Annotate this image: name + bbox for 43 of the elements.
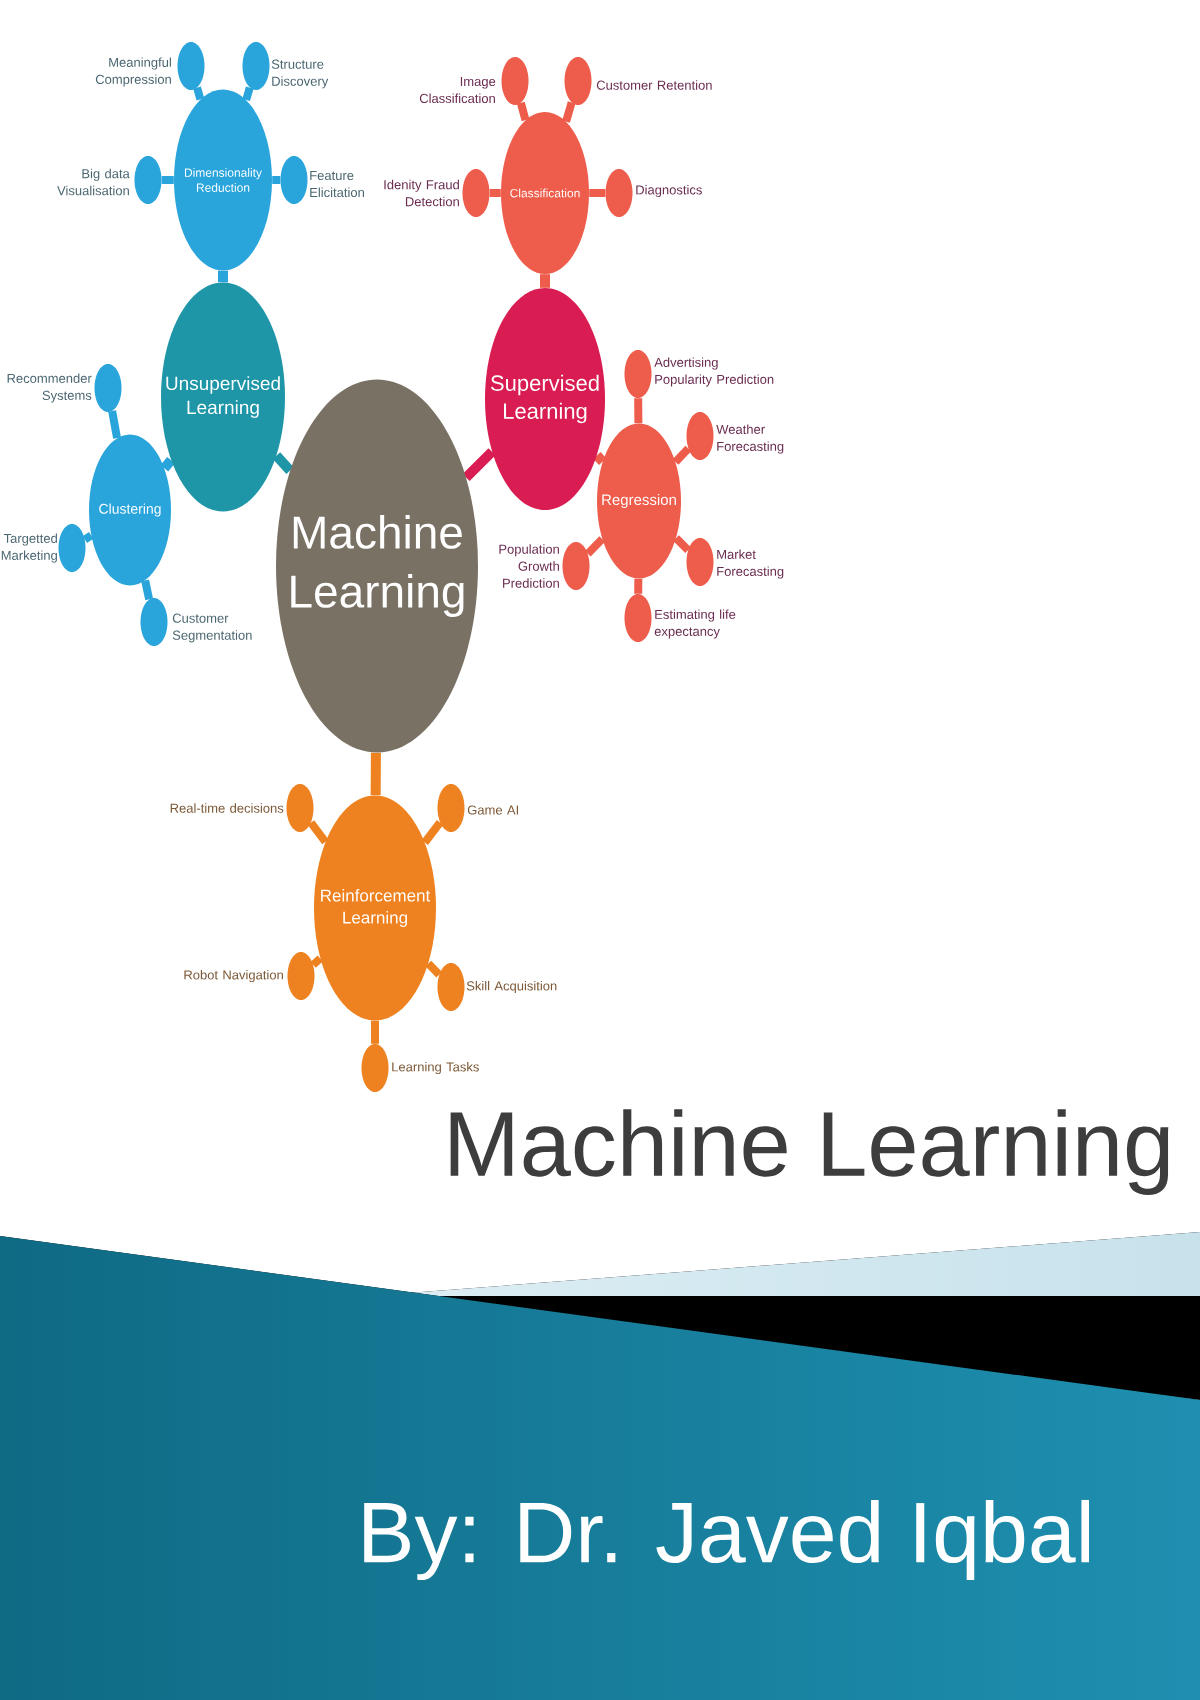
connector	[673, 535, 691, 553]
connector	[310, 955, 323, 968]
leaf-label: Estimating life expectancy	[654, 609, 736, 639]
leaf-label: Big data Visualisation	[57, 168, 130, 196]
leaf-label: Diagnostics	[636, 184, 702, 198]
leaf-label: Targetted Marketing	[1, 533, 57, 563]
leaf-label: Feature Elicitation	[310, 170, 364, 198]
subtitle: By: Dr. Javed Iqbal	[364, 1499, 1089, 1581]
connector	[421, 820, 444, 845]
connector	[108, 410, 121, 439]
connector	[218, 270, 228, 283]
connector	[540, 274, 550, 288]
leaf-label: Structure Discovery	[271, 59, 329, 89]
leaf-label: Market Forecasting	[717, 549, 784, 579]
leaf-label: Advertising Popularity Prediction	[654, 357, 774, 387]
connector	[160, 456, 175, 472]
leaf-label: Recommender Systems	[7, 373, 92, 403]
connector	[462, 448, 496, 481]
leaf-label: Customer Segmentation	[172, 613, 252, 643]
leaf-label: Idenity Fraud Detection	[384, 179, 459, 207]
leaf-label: Real-time decisions	[170, 803, 284, 813]
connector	[272, 452, 294, 474]
leaf-label: Population Growth Prediction	[499, 544, 559, 588]
connector	[82, 532, 94, 543]
connector	[141, 579, 154, 601]
connector	[562, 101, 576, 123]
connector	[370, 752, 381, 796]
leaf-label: Image Classification	[419, 76, 496, 104]
connector	[584, 536, 606, 557]
leaf-label: Robot Navigation	[184, 969, 283, 983]
connector	[193, 86, 205, 101]
leaf-label: Meaningful Compression	[95, 57, 171, 87]
leaf-label: Learning Tasks	[392, 1061, 479, 1075]
connector	[307, 820, 329, 845]
connector	[425, 960, 443, 978]
leaf-label: Weather Forecasting	[716, 424, 784, 454]
connector	[517, 101, 530, 122]
title: Machine Learning	[450, 1109, 1169, 1195]
connector	[242, 86, 254, 102]
connector	[672, 445, 692, 465]
leaf-label: Skill Acquisition	[466, 980, 557, 994]
leaf-label: Customer Retention	[596, 80, 712, 90]
leaf-label: Game AI	[467, 805, 518, 815]
